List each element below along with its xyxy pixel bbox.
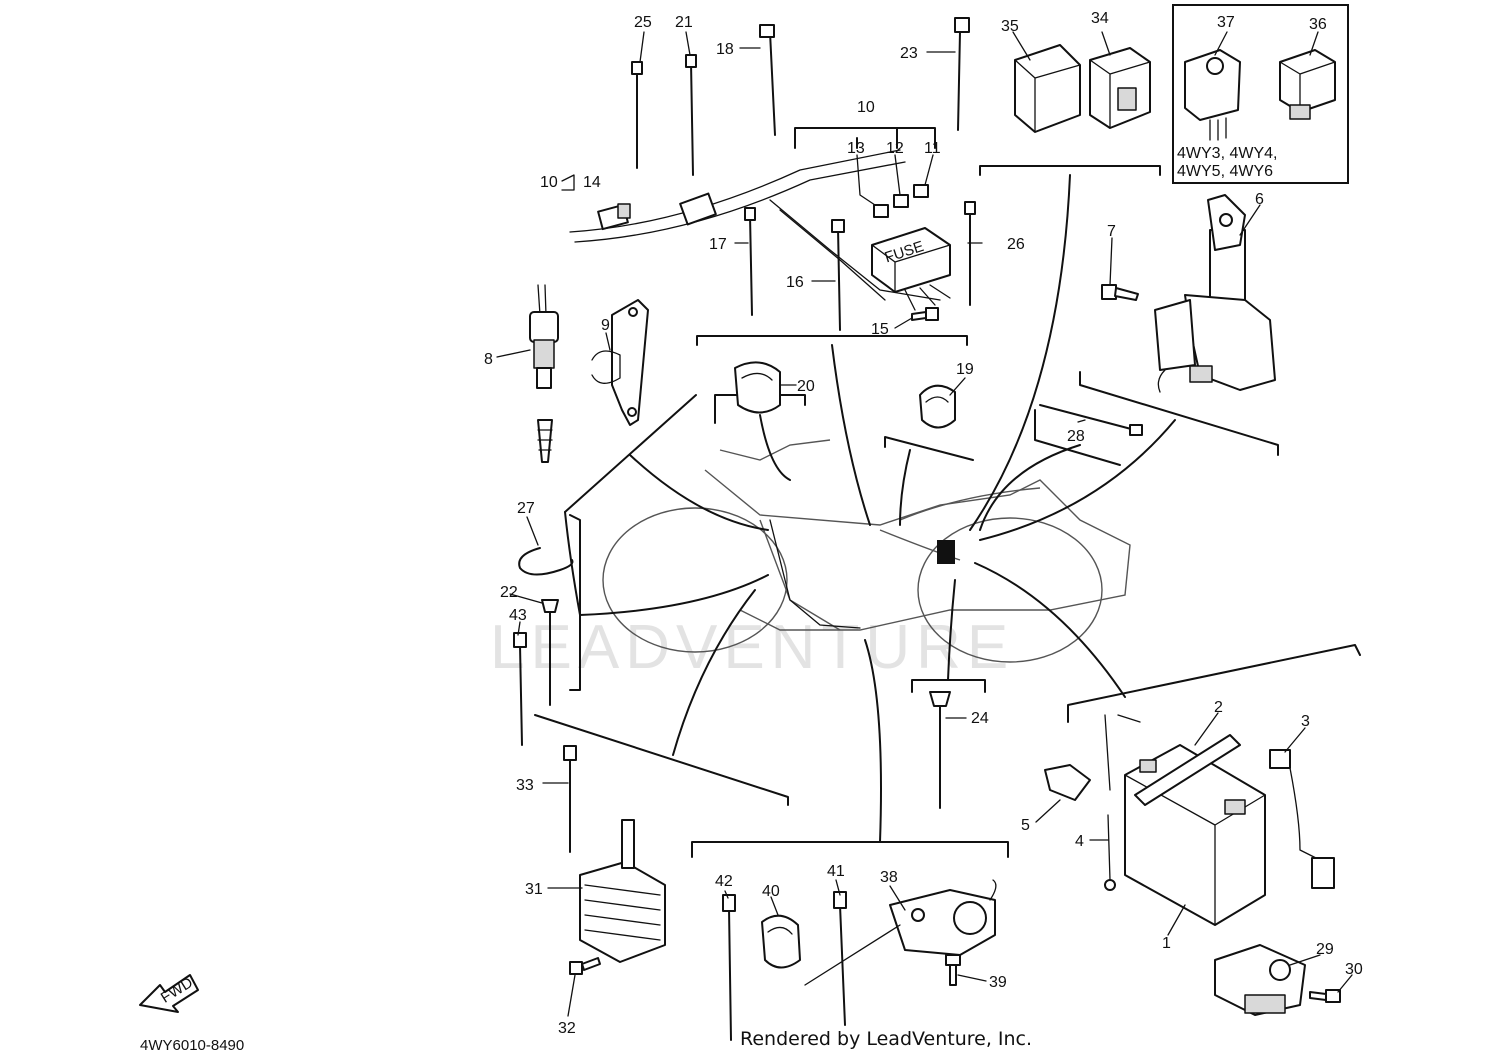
wire-harness (569, 149, 941, 301)
screw-15 (911, 307, 939, 321)
callout-33: 33 (516, 777, 534, 794)
callout-4: 4 (1075, 833, 1084, 850)
callout-leaders (496, 31, 1353, 1017)
callout-23: 23 (900, 45, 918, 62)
callout-17: 17 (709, 236, 727, 253)
relay-36 (1279, 49, 1336, 120)
fuse-box-16: FUSE (871, 184, 951, 311)
watermark: LEADVENTURE (490, 613, 1014, 682)
rectifier-31 (569, 819, 666, 975)
relay-35 (1014, 44, 1081, 133)
diagram-code: 4WY6010-8490 (140, 1037, 244, 1054)
bolt-39 (945, 954, 961, 986)
callout-20: 20 (797, 378, 815, 395)
model-note-line2: 4WY5, 4WY6 (1177, 163, 1273, 180)
starter-relay-38 (804, 879, 997, 986)
callout-2: 2 (1214, 699, 1223, 716)
model-note-line1: 4WY3, 4WY4, (1177, 145, 1277, 162)
callout-15: 15 (871, 321, 889, 338)
callout-39: 39 (989, 974, 1007, 991)
callout-18: 18 (716, 41, 734, 58)
lead-3 (1269, 749, 1335, 889)
starter-relay-29 (1214, 944, 1306, 1016)
callout-8: 8 (484, 351, 493, 368)
callout-42: 42 (715, 873, 733, 890)
callout-6: 6 (1255, 191, 1264, 208)
flasher-37 (1184, 49, 1241, 141)
clamp-20 (734, 361, 781, 414)
motorcycle-outline (602, 439, 1131, 663)
callout-5: 5 (1021, 817, 1030, 834)
callout-10b: 10 (540, 174, 558, 191)
credit-text: Rendered by LeadVenture, Inc. (740, 1028, 1032, 1050)
callout-12: 12 (886, 140, 904, 157)
clamp-19 (919, 384, 956, 429)
forward-arrow-icon: FWD (139, 974, 199, 1013)
callout-25: 25 (634, 14, 652, 31)
callout-7: 7 (1107, 223, 1116, 240)
callout-31: 31 (525, 881, 543, 898)
model-variant-box (1172, 4, 1349, 184)
callout-41: 41 (827, 863, 845, 880)
leader-lines (564, 174, 1176, 843)
clamp-5 (1044, 764, 1091, 801)
bolt-7 (1101, 284, 1139, 301)
callout-13: 13 (847, 140, 865, 157)
callout-26: 26 (1007, 236, 1025, 253)
callout-30: 30 (1345, 961, 1363, 978)
lead-4 (1104, 714, 1141, 891)
bracket-9 (591, 299, 649, 426)
battery-band-2 (1134, 734, 1241, 806)
callout-labels: 1 2 3 4 5 6 7 8 9 10 10 11 12 13 14 15 1… (484, 10, 1363, 1037)
callout-21: 21 (675, 14, 693, 31)
callout-40: 40 (762, 883, 780, 900)
callout-10: 10 (857, 99, 875, 116)
callout-3: 3 (1301, 713, 1310, 730)
callout-11: 11 (924, 140, 941, 157)
callout-32: 32 (558, 1020, 576, 1037)
callout-24: 24 (971, 710, 989, 727)
main-switch-6 (1154, 194, 1276, 393)
callout-43: 43 (509, 607, 527, 624)
clip-27 (518, 547, 574, 576)
relay-34 (1089, 47, 1151, 129)
callout-16: 16 (786, 274, 804, 291)
callout-19: 19 (956, 361, 974, 378)
clamp-40 (761, 914, 801, 969)
cable-ties (513, 17, 1143, 1041)
coupler-14 (597, 203, 631, 231)
callout-34: 34 (1091, 10, 1109, 27)
callout-9: 9 (601, 317, 610, 334)
callout-22: 22 (500, 584, 518, 601)
callout-29: 29 (1316, 941, 1334, 958)
callout-28: 28 (1067, 428, 1085, 445)
callout-36: 36 (1309, 16, 1327, 33)
callout-38: 38 (880, 869, 898, 886)
callout-1: 1 (1162, 935, 1171, 952)
group-brackets (534, 127, 1361, 858)
callout-35: 35 (1001, 18, 1019, 35)
screw-30 (1309, 989, 1341, 1003)
neutral-switch-8 (529, 284, 559, 463)
callout-37: 37 (1217, 14, 1235, 31)
callout-27: 27 (517, 500, 535, 517)
callout-14: 14 (583, 174, 601, 191)
